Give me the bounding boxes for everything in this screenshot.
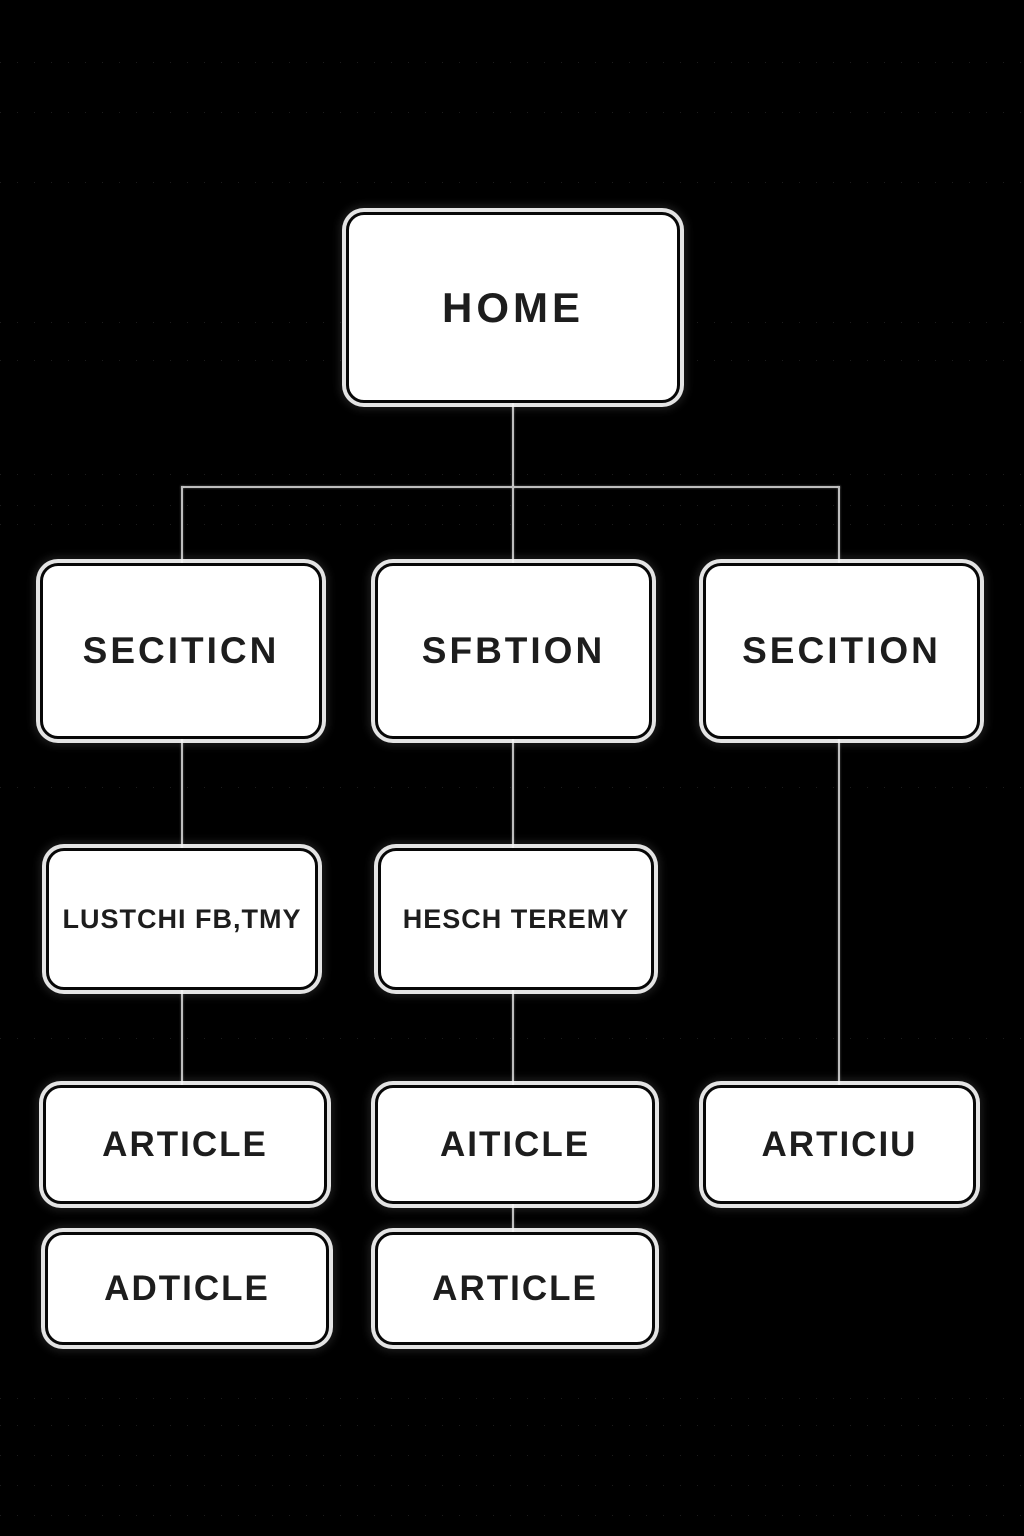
node-section-3: SECITION: [703, 563, 980, 739]
noise-speckles: [0, 62, 1024, 63]
edge-to-section3: [838, 486, 840, 563]
node-home-label: HOME: [442, 283, 584, 331]
node-section-3-label: SECITION: [742, 630, 941, 671]
edge-to-section2: [512, 486, 514, 563]
node-sub-1-label: LUSTCHI FB,TMY: [62, 903, 302, 934]
edge-article2-article5: [512, 1204, 514, 1232]
noise-speckles: [0, 1455, 1024, 1456]
noise-speckles: [0, 1398, 1024, 1399]
edge-section2-sub2: [512, 739, 514, 848]
noise-speckles: [0, 1425, 1024, 1426]
node-sub-2-label: HESCH TEREMY: [402, 903, 630, 934]
node-article-3-label: ARTICIU: [761, 1124, 918, 1164]
noise-speckles: [0, 182, 1024, 183]
node-home: HOME: [346, 212, 680, 403]
edge-sub2-article2: [512, 990, 514, 1085]
node-section-2: SFBTION: [375, 563, 652, 739]
edge-sub1-article1: [181, 990, 183, 1085]
node-article-1: ARTICLE: [43, 1085, 327, 1204]
noise-speckles: [0, 1485, 1024, 1486]
node-sub-1: LUSTCHI FB,TMY: [46, 848, 318, 990]
node-article-2-label: AITICLE: [439, 1124, 591, 1164]
node-article-3: ARTICIU: [703, 1085, 976, 1204]
node-article-5-label: ARTICLE: [432, 1268, 598, 1308]
edge-to-section1: [181, 486, 183, 563]
node-section-1-label: SECITICN: [82, 630, 280, 671]
node-article-4: ADTICLE: [45, 1232, 329, 1345]
edge-sections-rail: [181, 486, 840, 488]
node-article-1-label: ARTICLE: [102, 1124, 268, 1164]
node-article-4-label: ADTICLE: [104, 1268, 270, 1308]
node-article-5: ARTICLE: [375, 1232, 655, 1345]
edge-section3-article3: [838, 739, 840, 1085]
edge-section1-sub1: [181, 739, 183, 848]
node-sub-2: HESCH TEREMY: [378, 848, 654, 990]
noise-speckles: [0, 1515, 1024, 1516]
edge-home-down: [512, 403, 514, 488]
noise-speckles: [0, 112, 1024, 113]
node-section-1: SECITICN: [40, 563, 322, 739]
node-section-2-label: SFBTION: [421, 630, 606, 671]
node-article-2: AITICLE: [375, 1085, 655, 1204]
